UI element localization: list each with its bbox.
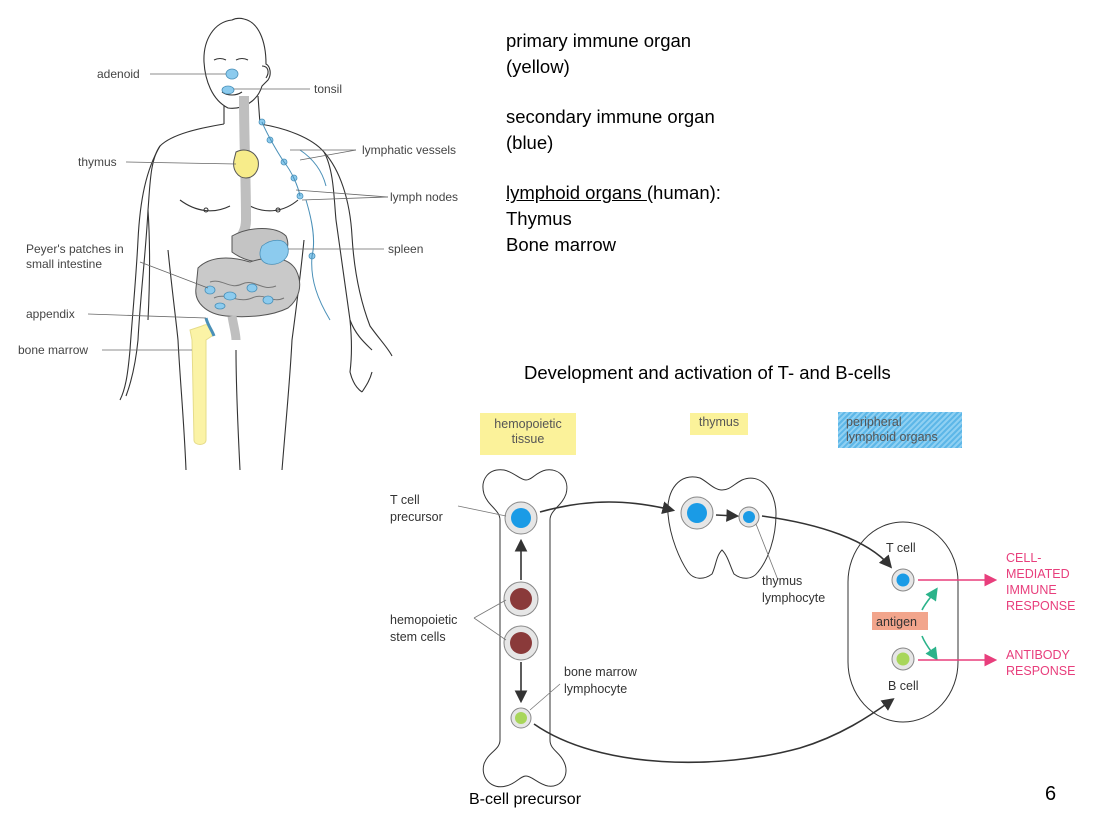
- body-outline: [119, 17, 393, 471]
- diagram-title: Development and activation of T- and B-c…: [524, 362, 891, 383]
- box-hemopoietic-tissue: hemopoietic tissue: [480, 413, 576, 455]
- response-arrows: [918, 573, 998, 667]
- t-cell: [891, 568, 915, 592]
- box-hemopoietic-line2: tissue: [511, 432, 545, 446]
- thymus-outline: [667, 476, 777, 579]
- arrow-bone-to-thymus: [539, 501, 676, 515]
- label-antibody-2: RESPONSE: [1006, 664, 1075, 678]
- label-cell-mediated-1: CELL-: [1006, 551, 1041, 565]
- label-peyers-1: Peyer's patches in: [26, 242, 124, 256]
- stem-cell-1: [503, 581, 539, 617]
- appendix-organ: [204, 317, 216, 337]
- label-bone-marrow: bone marrow: [18, 343, 88, 357]
- label-thymus: thymus: [78, 155, 117, 169]
- stem-cell-2: [503, 625, 539, 661]
- flow-arrows: [514, 501, 895, 764]
- leader-lines: [87, 73, 389, 351]
- label-tonsil: tonsil: [314, 82, 342, 96]
- label-lymph-nodes: lymph nodes: [390, 190, 458, 204]
- antigen-box: [872, 612, 928, 630]
- lymphatic-vessel-lines: [261, 121, 331, 321]
- thymus-organ: [233, 149, 259, 179]
- antigen-arrows: [921, 587, 938, 661]
- t-cell-precursor-cell: [504, 501, 538, 535]
- diagram-leader-lines: [457, 505, 779, 711]
- lymphoid-organs-suffix: (human):: [646, 182, 721, 204]
- primary-organ-line2: (yellow): [506, 55, 570, 77]
- cells: [503, 496, 915, 729]
- label-thymus-lymphocyte-2: lymphocyte: [762, 591, 825, 605]
- label-antibody-1: ANTIBODY: [1006, 648, 1071, 662]
- box-peripheral-line2: lymphoid organs: [846, 430, 938, 444]
- page-number: 6: [1045, 783, 1057, 805]
- lymphoid-item-bone-marrow: Bone marrow: [506, 233, 617, 255]
- primary-organs: [189, 149, 259, 445]
- thymus-precursor-cell: [680, 496, 714, 530]
- spleen-organ: [259, 239, 289, 265]
- primary-organ-line1: primary immune organ: [506, 30, 692, 51]
- lymphoid-organs-heading: lymphoid organs (human):: [506, 180, 926, 206]
- digestive-tract: [195, 95, 301, 341]
- secondary-organ-line2: (blue): [506, 131, 554, 153]
- bone-outline: [482, 469, 568, 788]
- b-cell: [891, 647, 915, 671]
- label-cell-mediated-4: RESPONSE: [1006, 599, 1075, 613]
- label-antigen: antigen: [876, 615, 917, 629]
- label-b-cell: B cell: [888, 679, 919, 693]
- label-adenoid: adenoid: [97, 67, 140, 81]
- label-t-cell-precursor-1: T cell: [390, 493, 420, 507]
- label-t-cell-precursor-2: precursor: [390, 510, 443, 524]
- arrow-thymus-internal: [715, 509, 740, 522]
- label-cell-mediated-2: MEDIATED: [1006, 567, 1070, 581]
- arrow-thymus-to-tcell: [761, 515, 893, 569]
- label-bm-lymphocyte-1: bone marrow: [564, 665, 638, 679]
- anatomy-labels: adenoid tonsil thymus lymphatic vessels …: [18, 67, 458, 357]
- caption-b-cell-precursor: B-cell precursor: [469, 791, 582, 808]
- label-stem-cells-1: hemopoietic: [390, 613, 457, 627]
- peripheral-organ-outline: [847, 521, 959, 723]
- adenoid-organ: [225, 68, 239, 80]
- label-bm-lymphocyte-2: lymphocyte: [564, 682, 627, 696]
- label-stem-cells-2: stem cells: [390, 630, 446, 644]
- diagram-labels: T cell precursor hemopoietic stem cells …: [390, 493, 1075, 696]
- box-thymus: thymus: [690, 413, 748, 435]
- anatomy-figure: adenoid tonsil thymus lymphatic vessels …: [18, 17, 458, 471]
- bone-marrow-lymphocyte-cell: [510, 707, 532, 729]
- arrow-bone-to-bcell: [533, 698, 895, 764]
- box-hemopoietic-line1: hemopoietic: [494, 417, 562, 431]
- bone-marrow-bone: [189, 324, 213, 445]
- secondary-organ-line1: secondary immune organ: [506, 106, 715, 128]
- lymphoid-item-thymus: Thymus: [506, 207, 572, 229]
- box-peripheral-lymphoid: peripheral lymphoid organs: [838, 412, 962, 448]
- box-peripheral-line1: peripheral: [846, 415, 902, 429]
- label-t-cell: T cell: [886, 541, 916, 555]
- label-peyers-2: small intestine: [26, 257, 102, 271]
- tonsil-organ: [221, 85, 235, 95]
- lymphoid-organs-underlined: lymphoid organs: [506, 182, 647, 204]
- thymus-lymphocyte-cell: [738, 506, 760, 528]
- label-lymphatic-vessels: lymphatic vessels: [362, 143, 456, 157]
- label-thymus-lymphocyte-1: thymus: [762, 574, 802, 588]
- notes-block: primary immune organ (yellow) secondary …: [506, 28, 926, 257]
- label-appendix: appendix: [26, 307, 75, 321]
- label-cell-mediated-3: IMMUNE: [1006, 583, 1057, 597]
- label-spleen: spleen: [388, 242, 423, 256]
